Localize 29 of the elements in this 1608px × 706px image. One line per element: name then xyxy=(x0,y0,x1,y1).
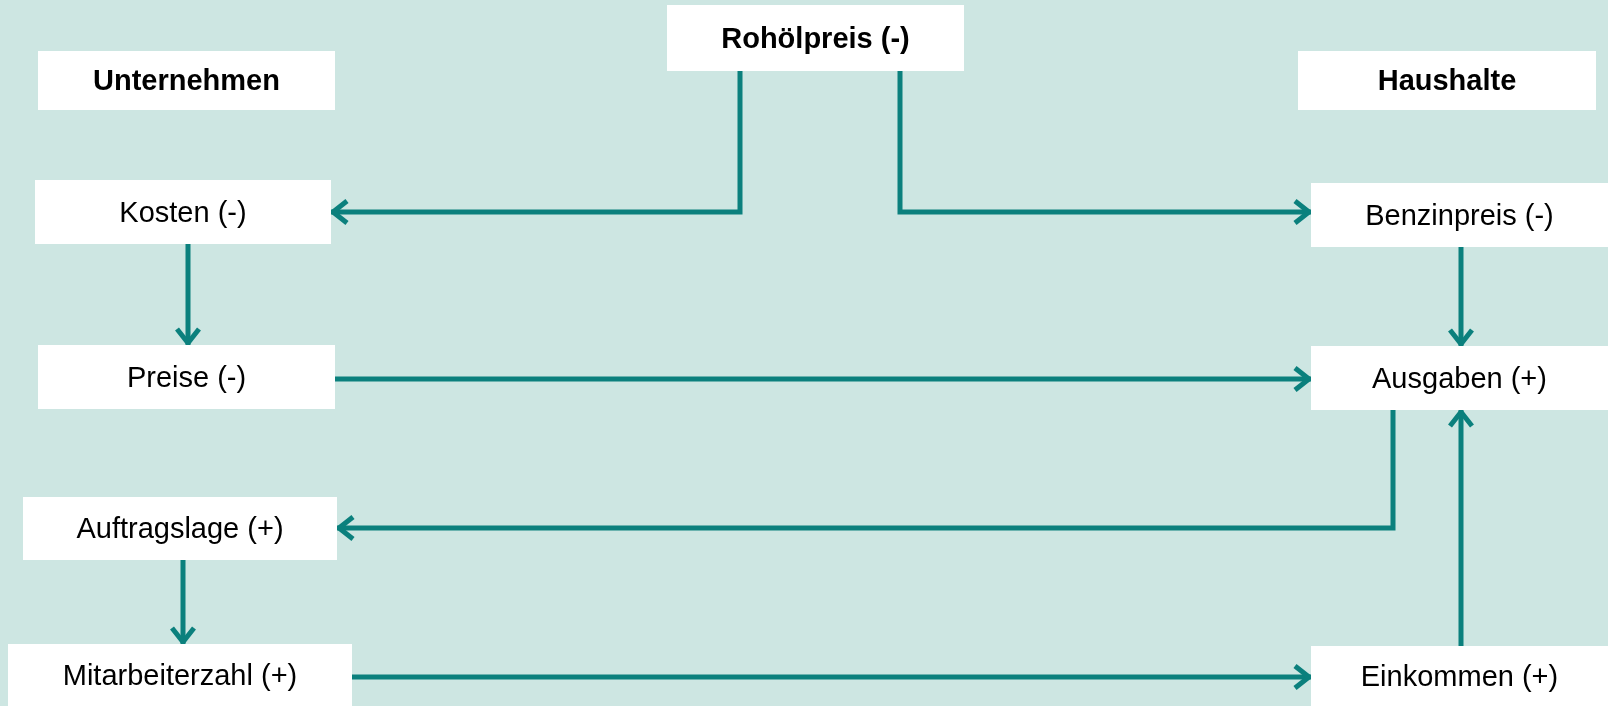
arrow xyxy=(335,365,1312,393)
header-box xyxy=(38,51,335,110)
process-box xyxy=(35,180,331,244)
process-box xyxy=(1311,346,1608,410)
process-box xyxy=(23,497,337,560)
arrow xyxy=(169,560,197,645)
arrow xyxy=(1447,409,1475,646)
arrow xyxy=(897,71,1312,226)
arrow xyxy=(174,244,202,346)
process-box xyxy=(8,644,352,706)
node-label: Auftragslage (+) xyxy=(76,512,284,545)
node-label: Einkommen (+) xyxy=(1360,659,1559,693)
node-label: Haushalte xyxy=(1377,64,1517,97)
arrow xyxy=(330,71,743,226)
arrow xyxy=(1447,247,1475,347)
process-box xyxy=(1311,183,1608,247)
header-box xyxy=(1298,51,1596,110)
node-label: Rohölpreis (-) xyxy=(721,21,910,55)
node-label: Preise (-) xyxy=(126,360,247,394)
process-box xyxy=(1311,646,1608,706)
arrow xyxy=(352,663,1312,691)
node-label: Mitarbeiterzahl (+) xyxy=(62,658,298,692)
header-box xyxy=(667,5,964,71)
arrow xyxy=(336,410,1396,542)
process-box xyxy=(38,345,335,409)
node-label: Ausgaben (+) xyxy=(1372,361,1547,395)
node-label: Unternehmen xyxy=(93,64,280,97)
node-label: Benzinpreis (-) xyxy=(1365,198,1554,232)
node-label: Kosten (-) xyxy=(119,195,247,229)
